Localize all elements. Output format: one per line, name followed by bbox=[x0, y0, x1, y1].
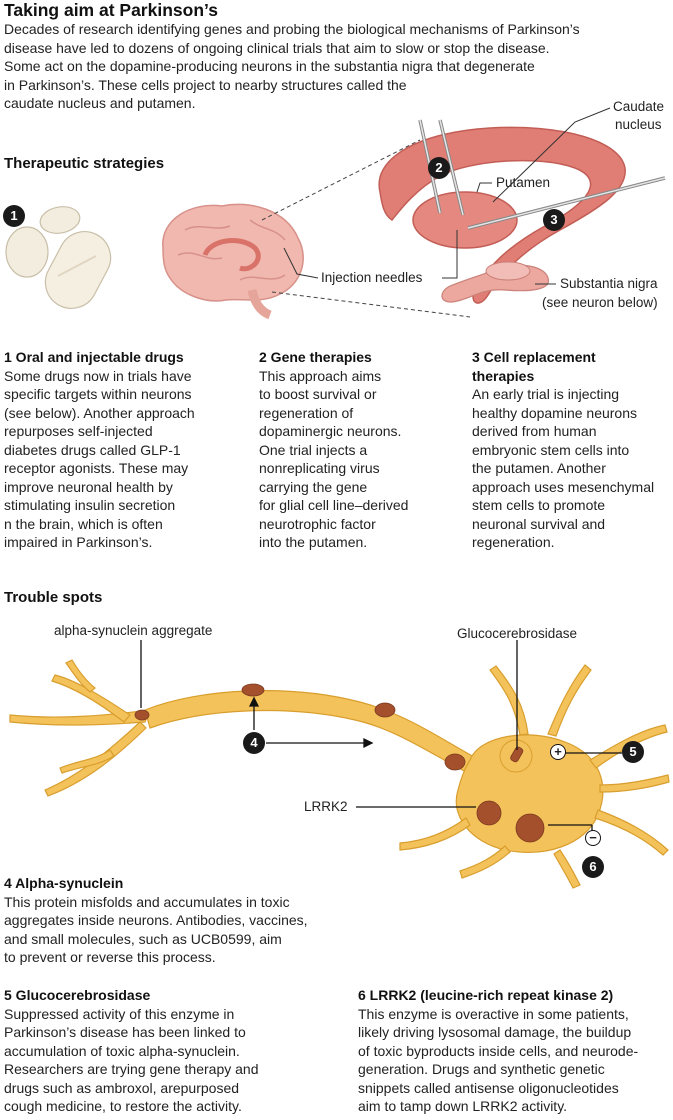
strategy-line: dopaminergic neurons. bbox=[259, 423, 402, 439]
strategy-line: This approach aims bbox=[259, 367, 382, 384]
trouble-4-heading: 4 Alpha-synuclein bbox=[4, 875, 124, 891]
trouble-line: aim to tamp down LRRK2 activity. bbox=[358, 1098, 568, 1114]
strategy-line: receptor agonists. These may bbox=[4, 460, 189, 476]
strategy-line: approach uses mesenchymal bbox=[472, 478, 655, 495]
trouble-spots-heading: Trouble spots bbox=[4, 589, 103, 606]
strategy-2: 2 Gene therapies This approach aims to b… bbox=[259, 348, 459, 552]
pills-illustration bbox=[5, 206, 112, 309]
trouble-line: and small molecules, such as UCB0599, ai… bbox=[4, 930, 282, 947]
strategy-line: the putamen. Another bbox=[472, 460, 606, 476]
strategy-3-heading: 3 Cell replacement bbox=[472, 349, 596, 365]
strategy-line: improve neuronal health by bbox=[4, 478, 173, 495]
plus-icon: + bbox=[550, 744, 566, 760]
badge-4: 4 bbox=[243, 732, 265, 754]
badge-1: 1 bbox=[3, 205, 25, 227]
trouble-5: 5 Glucocerebrosidase Suppressed activity… bbox=[4, 986, 304, 1116]
glucocerebrosidase-label: Glucocerebrosidase bbox=[457, 626, 578, 641]
strategy-line: regeneration of bbox=[259, 404, 354, 421]
caudate-label: Caudate bbox=[613, 99, 665, 114]
strategy-line: into the putamen. bbox=[259, 534, 368, 550]
strategy-1: 1 Oral and injectable drugs Some drugs n… bbox=[4, 348, 244, 552]
trouble-line: snippets called antisense oligonucleotid… bbox=[358, 1079, 619, 1096]
badge-3: 3 bbox=[543, 209, 565, 231]
brain-illustration bbox=[162, 203, 304, 320]
lrrk2-label: LRRK2 bbox=[304, 799, 348, 814]
neuron-body bbox=[9, 659, 670, 889]
trouble-6-heading: 6 LRRK2 (leucine-rich repeat kinase 2) bbox=[358, 987, 614, 1003]
strategy-line: impaired in Parkinson’s. bbox=[4, 534, 153, 550]
substantia-nigra-sublabel: (see neuron below) bbox=[542, 295, 658, 310]
strategy-3: 3 Cell replacement therapies An early tr… bbox=[472, 348, 672, 552]
strategy-line: derived from human bbox=[472, 423, 597, 439]
trouble-line: This enzyme is overactive in some patien… bbox=[358, 1005, 629, 1022]
strategy-line: stimulating insulin secretion bbox=[4, 497, 176, 513]
strategy-line: embryonic stem cells into bbox=[472, 441, 630, 458]
substantia-nigra-label: Substantia nigra bbox=[560, 276, 658, 291]
trouble-line: drugs such as ambroxol, arepurposed bbox=[4, 1079, 240, 1096]
therapy-illustration bbox=[5, 107, 666, 320]
badge-5: 5 bbox=[622, 741, 644, 763]
strategy-line: carrying the gene bbox=[259, 478, 368, 495]
badge-6: 6 bbox=[582, 856, 604, 878]
strategy-line: healthy dopamine neurons bbox=[472, 404, 638, 421]
trouble-6: 6 LRRK2 (leucine-rich repeat kinase 2) T… bbox=[358, 986, 670, 1116]
strategy-2-heading: 2 Gene therapies bbox=[259, 349, 372, 365]
page-title: Taking aim at Parkinson’s bbox=[4, 0, 218, 20]
trouble-line: accumulation of toxic alpha-synuclein. bbox=[4, 1042, 240, 1059]
trouble-line: likely driving lysosomal damage, the bui… bbox=[358, 1024, 632, 1040]
strategy-line: specific targets within neurons bbox=[4, 386, 192, 402]
strategy-line: neuronal survival and bbox=[472, 515, 606, 532]
strategy-line: regeneration. bbox=[472, 534, 555, 550]
trouble-line: of toxic byproducts inside cells, and ne… bbox=[358, 1042, 639, 1059]
strategy-line: neurotrophic factor bbox=[259, 515, 376, 532]
badge-2: 2 bbox=[428, 157, 450, 179]
trouble-line: cough medicine, to restore the activity. bbox=[4, 1098, 242, 1114]
strategy-line: diabetes drugs called GLP-1 bbox=[4, 441, 181, 458]
strategy-line: for glial cell line–derived bbox=[259, 497, 409, 513]
strategy-line: (see below). Another approach bbox=[4, 404, 195, 421]
intro-paragraph: Decades of research identifying genes an… bbox=[4, 20, 604, 113]
intro-line: caudate nucleus and putamen. bbox=[4, 95, 196, 111]
trouble-line: to prevent or reverse this process. bbox=[4, 949, 216, 965]
trouble-line: Suppressed activity of this enzyme in bbox=[4, 1005, 235, 1022]
strategy-line: n the brain, which is often bbox=[4, 515, 163, 532]
neuron-illustration bbox=[9, 640, 670, 889]
trouble-line: Researchers are trying gene therapy and bbox=[4, 1061, 259, 1077]
therapeutic-strategies-heading: Therapeutic strategies bbox=[4, 155, 165, 172]
strategy-line: to boost survival or bbox=[259, 386, 377, 402]
trouble-4: 4 Alpha-synuclein This protein misfolds … bbox=[4, 874, 344, 967]
strategy-line: One trial injects a bbox=[259, 441, 368, 458]
trouble-line: Parkinson’s disease has been linked to bbox=[4, 1024, 246, 1040]
strategy-line: Some drugs now in trials have bbox=[4, 367, 192, 384]
putamen-label: Putamen bbox=[496, 175, 551, 190]
alpha-aggregate-label: alpha-synuclein aggregate bbox=[54, 623, 213, 638]
intro-line: Some act on the dopamine-producing neuro… bbox=[4, 58, 535, 74]
intro-line: Decades of research identifying genes an… bbox=[4, 21, 580, 37]
alpha-synuclein-aggregates bbox=[134, 683, 545, 843]
strategy-line: repurposes self-injected bbox=[4, 423, 153, 439]
trouble-line: generation. Drugs and synthetic genetic bbox=[358, 1061, 605, 1077]
caudate-label-line2: nucleus bbox=[615, 117, 662, 132]
strategy-line: nonreplicating virus bbox=[259, 460, 380, 476]
strategy-3-heading-line2: therapies bbox=[472, 367, 535, 384]
trouble-line: This protein misfolds and accumulates in… bbox=[4, 893, 290, 910]
minus-icon: − bbox=[585, 830, 601, 846]
injection-needles-label: Injection needles bbox=[321, 270, 423, 285]
intro-line: disease have led to dozens of ongoing cl… bbox=[4, 39, 550, 56]
strategy-line: An early trial is injecting bbox=[472, 386, 620, 402]
strategy-1-heading: 1 Oral and injectable drugs bbox=[4, 349, 184, 365]
trouble-line: aggregates inside neurons. Antibodies, v… bbox=[4, 912, 308, 928]
trouble-5-heading: 5 Glucocerebrosidase bbox=[4, 987, 151, 1003]
intro-line: in Parkinson’s. These cells project to n… bbox=[4, 76, 407, 93]
strategy-line: stem cells to promote bbox=[472, 497, 606, 513]
